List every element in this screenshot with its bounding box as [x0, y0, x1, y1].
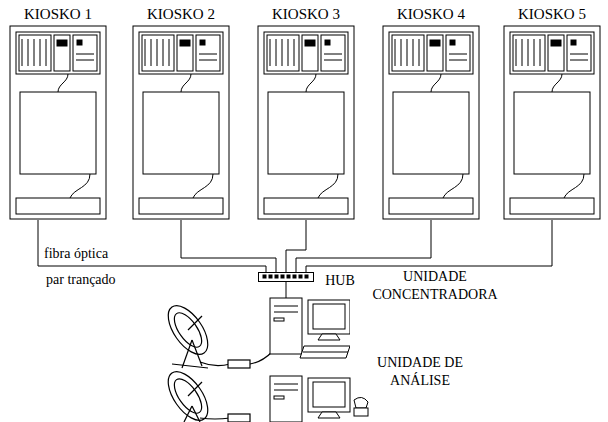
computer-unit: UNIDADE DE ANÁLISE: [200, 372, 370, 422]
kiosk-title: KIOSKO 5: [502, 6, 602, 23]
node-outline: [502, 6, 602, 220]
kiosk-title: KIOSKO 4: [381, 6, 481, 23]
kiosk-title: KIOSKO 1: [8, 6, 108, 23]
node-outline: [8, 6, 108, 220]
satellite-dish: [160, 365, 250, 422]
kiosk-title: KIOSKO 2: [131, 6, 231, 23]
unit-label: HUB: [320, 272, 360, 290]
kiosk-cabinet: KIOSKO 2: [131, 6, 231, 220]
network-hub: HUB: [258, 272, 314, 282]
computer-unit: UNIDADE CONCENTRADORA: [200, 294, 350, 364]
node-outline: [200, 372, 370, 422]
cable-connector: [286, 282, 287, 298]
kiosk-cabinet: KIOSKO 5: [502, 6, 602, 220]
cable-label: par trançado: [44, 272, 118, 288]
cable-connector: [296, 220, 431, 272]
kiosk-cabinet: KIOSKO 1: [8, 6, 108, 220]
cable-connector: [181, 220, 276, 272]
kiosk-cabinet: KIOSKO 4: [381, 6, 481, 220]
node-outline: [131, 6, 231, 220]
kiosk-cabinet: KIOSKO 3: [256, 6, 356, 220]
node-outline: [258, 272, 314, 282]
node-outline: [381, 6, 481, 220]
node-outline: [200, 294, 350, 364]
unit-label: UNIDADE CONCENTRADORA: [360, 268, 510, 303]
unit-label: UNIDADE DE ANÁLISE: [372, 354, 468, 389]
cable-label: fibra óptica: [42, 246, 110, 262]
satellite-dish: [160, 299, 272, 368]
cable-connector: [38, 220, 266, 272]
cable-connector: [306, 220, 552, 272]
kiosk-title: KIOSKO 3: [256, 6, 356, 23]
node-outline: [256, 6, 356, 220]
